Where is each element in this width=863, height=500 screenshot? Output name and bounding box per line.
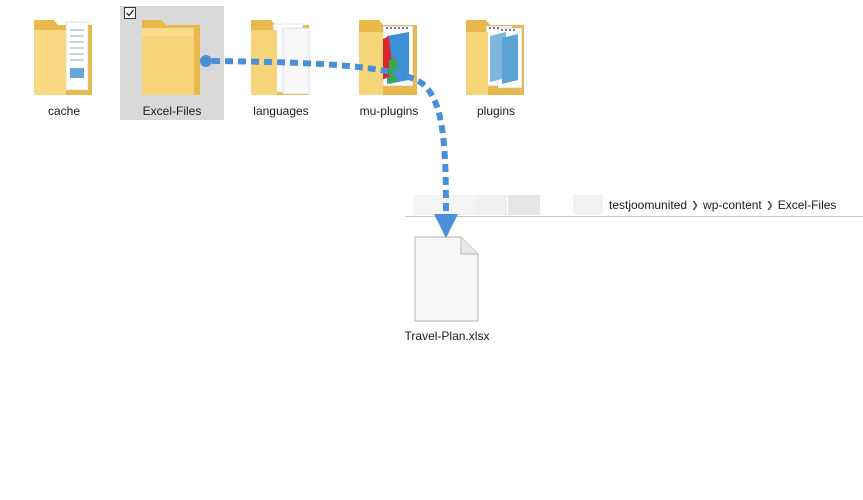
selection-checkbox[interactable] [124, 7, 136, 19]
breadcrumb-item-testjoomunited[interactable]: testjoomunited [609, 198, 688, 212]
folder-label: mu-plugins [359, 104, 419, 118]
file-travel-plan[interactable]: Travel-Plan.xlsx [398, 233, 496, 343]
chevron-right-icon[interactable]: ❯ [691, 199, 699, 210]
chevron-right-icon[interactable]: ❯ [765, 199, 774, 210]
folder-with-pages-icon [251, 20, 310, 95]
folder-label: Excel-Files [142, 104, 202, 118]
breadcrumb-item-excel-files[interactable]: Excel-Files [777, 198, 837, 212]
checkmark-icon [126, 9, 135, 17]
redacted-area [508, 195, 540, 215]
file-label: Travel-Plan.xlsx [404, 329, 490, 343]
folder-icon [142, 20, 200, 95]
breadcrumb-item-wp-content[interactable]: wp-content [703, 198, 762, 212]
blank-file-icon [414, 236, 479, 322]
folder-label: languages [253, 104, 309, 118]
breadcrumb: testjoomunited ❯ wp-content ❯ Excel-File… [608, 194, 837, 216]
address-bar[interactable]: testjoomunited ❯ wp-content ❯ Excel-File… [405, 194, 863, 217]
folder-excel-files[interactable]: Excel-Files [120, 6, 224, 120]
redacted-area [475, 195, 507, 215]
folder-with-notebooks-icon [466, 20, 524, 95]
folder-label: cache [47, 104, 81, 118]
folder-languages[interactable]: languages [229, 6, 333, 120]
folder-label: plugins [476, 104, 516, 118]
redacted-area [413, 195, 475, 215]
folder-cache[interactable]: cache [12, 6, 116, 120]
folder-plugins[interactable]: plugins [444, 6, 548, 120]
folder-mu-plugins[interactable]: mu-plugins [337, 6, 441, 120]
redacted-area [573, 195, 603, 215]
folder-with-documents-icon [34, 20, 92, 95]
folder-with-notebook-icon [359, 20, 417, 95]
